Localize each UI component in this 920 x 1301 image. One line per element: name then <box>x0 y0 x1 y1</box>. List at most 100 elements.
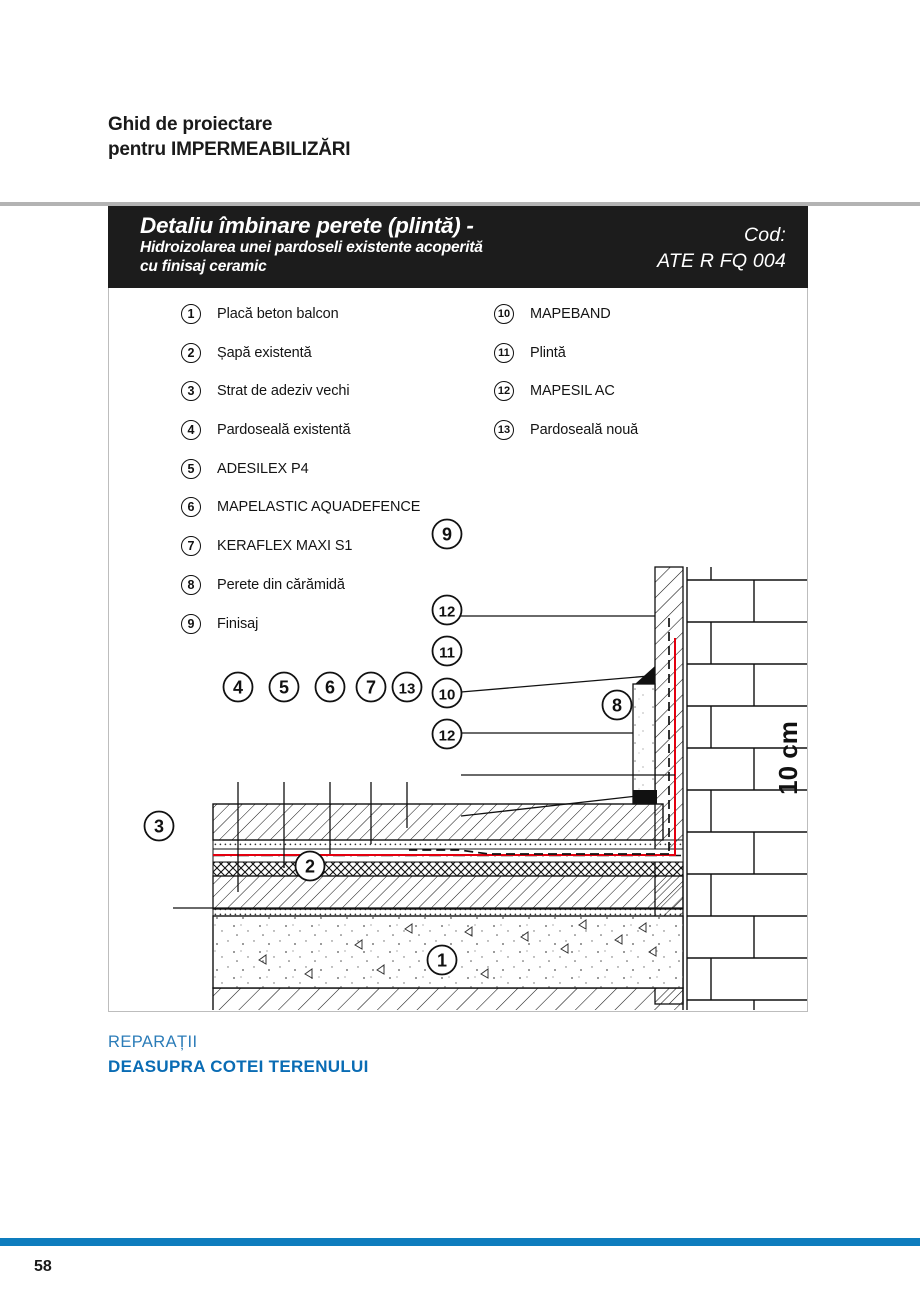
legend-item-label: Șapă existentă <box>217 344 312 361</box>
legend-item-label: MAPELASTIC AQUADEFENCE <box>217 499 421 516</box>
old-adhesive-layer <box>212 908 684 917</box>
legend-item-label: ADESILEX P4 <box>217 460 309 477</box>
callout-bubble <box>601 689 633 721</box>
legend-number-badge: 5 <box>181 458 201 479</box>
legend-item: 13 Pardoseală nouă <box>494 420 638 459</box>
header-line-1: Ghid de proiectare <box>108 114 273 135</box>
legend-item-label: Plintă <box>530 344 566 361</box>
callout-number: 11 <box>439 645 455 662</box>
document-header: Ghid de proiectare pentru IMPERMEABILIZĂ… <box>108 112 708 162</box>
legend-item-label: Placă beton balcon <box>217 306 339 322</box>
caption-line-2: DEASUPRA COTEI TERENULUI <box>108 1057 369 1076</box>
legend-item: 6 MAPELASTIC AQUADEFENCE <box>181 497 420 536</box>
drawing-callout: 2 <box>294 850 326 882</box>
drawing-callout: 5 <box>268 671 300 703</box>
callout-bubble <box>431 635 463 667</box>
legend-number-badge: 7 <box>181 536 201 557</box>
detail-code-group: Cod: ATE R FQ 004 <box>657 222 786 274</box>
drawing-callout: 6 <box>314 671 346 703</box>
legend-item-label: Pardoseală nouă <box>530 422 639 439</box>
callout-number: 12 <box>439 728 456 745</box>
legend-number-badge: 8 <box>181 574 201 595</box>
callout-bubble <box>268 671 300 703</box>
callout-number: 12 <box>439 604 456 621</box>
legend-item: 8 Perete din cărămidă <box>181 574 420 614</box>
legend-item-label: Perete din cărămidă <box>217 576 345 593</box>
callout-number: 3 <box>154 817 164 837</box>
plinth-skirting <box>632 683 656 805</box>
page-number: 58 <box>34 1258 52 1275</box>
callout-number: 5 <box>279 678 289 698</box>
header-line-2: pentru IMPERMEABILIZĂRI <box>108 139 351 160</box>
callout-bubble <box>391 671 423 703</box>
callout-number: 2 <box>305 857 315 877</box>
detail-title-line-1: Detaliu îmbinare perete (plintă) - <box>140 213 474 238</box>
legend-number-badge: 11 <box>494 342 514 363</box>
legend-item: 5 ADESILEX P4 <box>181 458 420 498</box>
drawing-callout: 12 <box>431 594 463 626</box>
detail-banner: Detaliu îmbinare perete (plintă) - Hidro… <box>108 206 808 288</box>
callout-bubble <box>431 718 463 750</box>
section-caption: REPARAȚII DEASUPRA COTEI TERENULUI <box>108 1030 369 1080</box>
callout-number: 6 <box>325 678 335 698</box>
legend-number-badge: 12 <box>494 381 514 402</box>
legend-item: 1 Placă beton balcon <box>181 304 420 343</box>
callout-number: 9 <box>442 525 452 545</box>
callout-number: 1 <box>437 951 447 971</box>
drawing-callout: 12 <box>431 718 463 750</box>
callout-leader-lines <box>173 615 683 909</box>
callout-bubble <box>222 671 254 703</box>
legend-number-badge: 3 <box>181 381 201 402</box>
legend-item: 4 Pardoseală existentă <box>181 420 420 459</box>
legend-number-badge: 2 <box>181 342 201 363</box>
drawing-callout: 11 <box>431 635 463 667</box>
callout-bubble <box>314 671 346 703</box>
drawing-callout: 13 <box>391 671 423 703</box>
drawing-callout: 3 <box>143 810 175 842</box>
new-floor <box>212 803 664 841</box>
callout-bubble <box>431 518 463 550</box>
drawing-callout: 9 <box>431 518 463 550</box>
callout-bubble <box>143 810 175 842</box>
legend-item-label: Finisaj <box>217 615 259 632</box>
legend-item-label: MAPEBAND <box>530 306 611 322</box>
legend-column-left: 1 Placă beton balcon 2 Șapă existentă 3 Strat… <box>181 304 420 652</box>
legend-number-badge: 9 <box>181 613 201 634</box>
legend-number-badge: 1 <box>181 304 201 324</box>
header-divider-rule <box>0 202 920 206</box>
footer-bar <box>0 1238 920 1246</box>
drawing-callout: 4 <box>222 671 254 703</box>
concrete-slab-balcony <box>212 987 684 1010</box>
drawing-callout: 1 <box>426 944 458 976</box>
legend-item-label: KERAFLEX MAXI S1 <box>217 538 353 555</box>
drawing-callout: 10 <box>431 677 463 709</box>
legend-item: 9 Finisaj <box>181 613 420 653</box>
drawing-callout: 7 <box>355 671 387 703</box>
legend-number-badge: 13 <box>494 420 514 441</box>
legend-item: 7 KERAFLEX MAXI S1 <box>181 536 420 575</box>
callout-number: 13 <box>399 681 416 698</box>
caption-line-1: REPARAȚII <box>108 1033 198 1051</box>
callout-bubble <box>431 594 463 626</box>
detail-card: Detaliu îmbinare perete (plintă) - Hidro… <box>108 206 808 1012</box>
legend-item-label: Strat de adeziv vechi <box>217 383 350 400</box>
legend-number-badge: 6 <box>181 497 201 518</box>
detail-title-line-3: cu finisaj ceramic <box>140 257 267 275</box>
legend-number-badge: 4 <box>181 420 201 441</box>
drawing-callout: 8 <box>601 689 633 721</box>
detail-code-label: Cod: <box>744 224 786 246</box>
callout-bubble <box>431 677 463 709</box>
callout-bubble <box>355 671 387 703</box>
callout-bubble <box>426 944 458 976</box>
detail-title-group: Detaliu îmbinare perete (plintă) - Hidro… <box>140 213 630 276</box>
callout-bubble <box>294 850 326 882</box>
legend-item: 11 Plintă <box>494 342 638 382</box>
legend-item-label: Pardoseală existentă <box>217 422 351 439</box>
dimension-label: 10 cm <box>773 721 803 795</box>
legend-item: 2 Șapă existentă <box>181 342 420 382</box>
brick-wall <box>686 567 807 1010</box>
callout-number: 4 <box>233 678 243 698</box>
legend-item-label: MAPESIL AC <box>530 383 615 400</box>
